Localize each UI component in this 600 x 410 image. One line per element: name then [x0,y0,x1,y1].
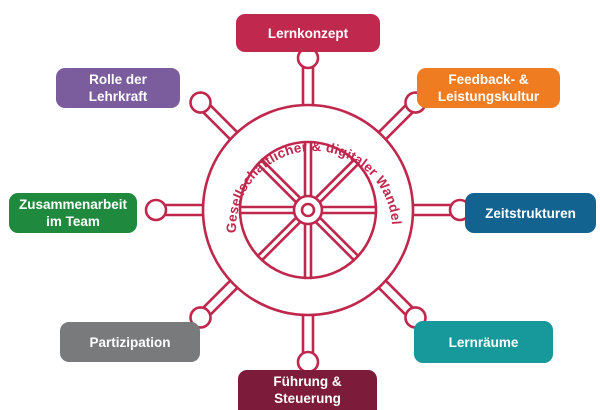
wheel-spoke-8 [256,158,302,204]
wheel-inner-rim [238,140,378,280]
wheel-handle-5 [301,313,315,355]
box-feedback-leistungskultur: Feedback- & Leistungskultur [417,68,560,108]
wheel-spoke-6 [256,216,302,262]
box-zusammenarbeit-line1: Zusammenarbeit [18,197,128,212]
wheel-spoke-3 [320,205,378,215]
wheel-handle-4 [377,279,414,316]
box-lernkonzept: Lernkonzept [236,14,380,52]
wheel-spoke-1 [303,140,313,198]
wheel-handle-6 [202,279,239,316]
wheel-spoke-2 [314,158,360,204]
wheel-hub-inner [300,202,316,218]
box-zeitstrukturen: Zeitstrukturen [465,193,596,233]
wheel-handle-8 [202,104,239,141]
box-lernraeume-label: Lernräume [448,334,519,350]
box-fuehrung-steuerung: Führung & Steuerung [238,370,377,410]
wheel-handle-2 [377,104,414,141]
box-rolle-lehrkraft: Rolle der Lehrkraft [56,68,180,108]
wheel-knob-8 [189,91,212,114]
ships-wheel-graphic [144,46,472,374]
box-fuehrung-line2: Steuerung [274,391,341,406]
wheel-knob-6 [189,306,212,329]
box-zusammenarbeit-team: Zusammenarbeit im Team [9,193,137,233]
box-fuehrung-line1: Führung & [273,374,342,389]
wheel-spoke-5 [303,222,313,280]
wheel-handle-3 [411,203,453,217]
wheel-handle-7 [163,203,205,217]
box-rolle-line1: Rolle der [89,72,147,87]
box-lernkonzept-label: Lernkonzept [267,25,349,41]
wheel-spoke-4 [314,216,360,262]
box-rolle-line2: Lehrkraft [88,89,148,104]
box-feedback-line1: Feedback- & [448,72,529,87]
wheel-handle-1 [301,65,315,107]
wheel-center-text: Gesellschaftlicher & digitaler Wandel [224,139,404,233]
box-partizipation-label: Partizipation [89,334,171,350]
wheel-hub-outer [292,194,324,226]
box-zusammenarbeit-line2: im Team [46,214,100,229]
wheel-spoke-7 [238,205,296,215]
box-feedback-line2: Leistungskultur [437,89,540,104]
wheel-knob-7 [144,198,168,222]
box-zeitstrukturen-label: Zeitstrukturen [485,205,576,221]
wheel-outer-rim [201,103,415,317]
box-lernraeume: Lernräume [414,321,553,363]
box-partizipation: Partizipation [60,322,200,362]
wheel-knob-5 [296,350,320,374]
